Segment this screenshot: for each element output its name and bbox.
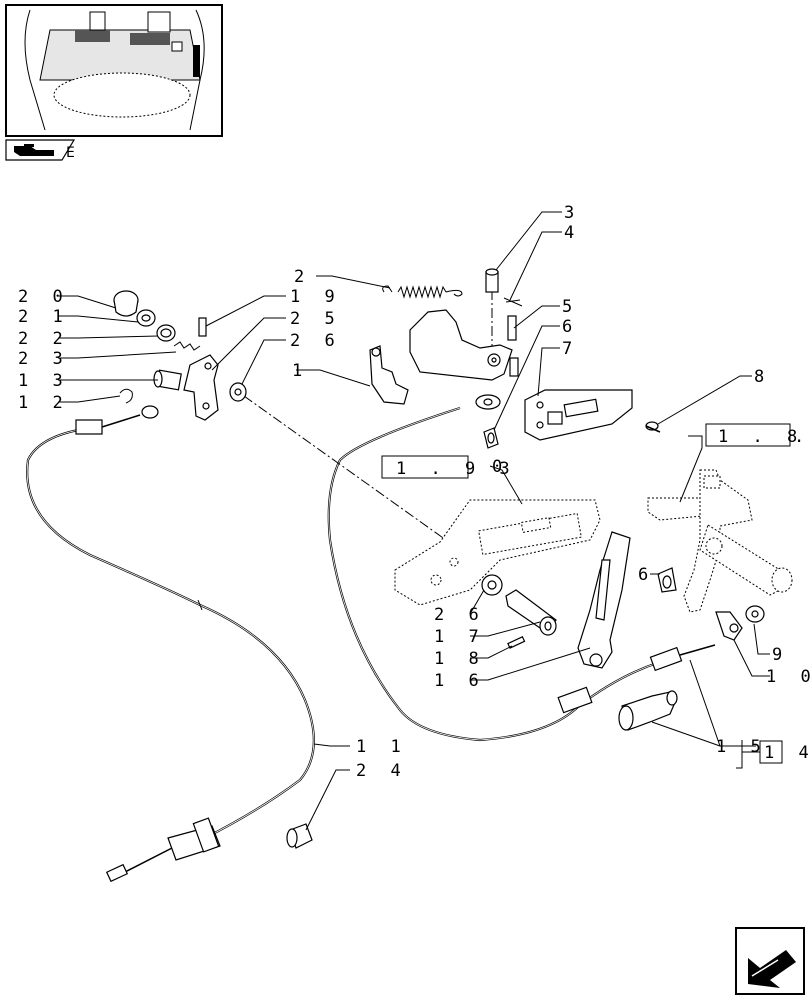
label-12: 1 2 xyxy=(18,393,70,413)
reference-box-14[interactable] xyxy=(759,740,783,764)
label-6b: 6 xyxy=(638,565,655,585)
part-26-washer xyxy=(229,382,247,402)
label-21: 2 1 xyxy=(18,307,70,327)
label-10: 1 0 xyxy=(766,667,812,687)
label-15: 1 5 xyxy=(716,737,768,757)
part-26b-washer xyxy=(481,574,503,596)
reference-box-193[interactable] xyxy=(381,455,469,479)
next-page-arrow-icon[interactable] xyxy=(735,927,805,995)
part-5-bracket xyxy=(409,309,519,381)
part-22-ring xyxy=(156,324,176,342)
label-22: 2 2 xyxy=(18,329,70,349)
label-24: 2 4 xyxy=(356,761,408,781)
ref-193-text[interactable]: 1 . 9 3 xyxy=(396,459,517,479)
part-13-bushing xyxy=(153,369,182,391)
part-12-clip xyxy=(119,388,133,404)
label-7: 7 xyxy=(562,339,579,359)
cable-15 xyxy=(327,394,716,742)
part-9-nut xyxy=(745,605,765,623)
part-23-spring xyxy=(173,341,201,351)
label-17: 1 7 xyxy=(434,627,486,647)
label-9: 9 xyxy=(772,645,789,665)
ghost-panel-193 xyxy=(394,499,601,606)
label-11: 1 1 xyxy=(356,737,408,757)
label-18: 1 8 xyxy=(434,649,486,669)
part-24-bushing xyxy=(286,823,313,849)
part-15-grip xyxy=(618,690,678,731)
part-20-cap xyxy=(113,290,139,317)
part-2-spring xyxy=(382,285,463,299)
part-19-pin xyxy=(198,317,207,337)
label-6: 6 xyxy=(562,317,579,337)
label-25: 2 5 xyxy=(290,309,342,329)
label-23: 2 3 xyxy=(18,349,70,369)
label-3: 3 xyxy=(564,203,581,223)
label-13: 1 3 xyxy=(18,371,70,391)
part-4-split-pin xyxy=(503,297,523,307)
reference-box-182[interactable] xyxy=(705,423,791,447)
label-14[interactable]: 1 4 xyxy=(764,743,812,763)
label-8: 8 xyxy=(754,367,771,387)
label-1: 1 xyxy=(292,361,309,381)
part-3-bolt xyxy=(485,268,499,293)
label-26b: 2 6 xyxy=(434,605,486,625)
ref-182-text[interactable]: 1 . 8 2 xyxy=(718,427,812,447)
part-10-clamp xyxy=(715,611,743,641)
ref-182-dot: . xyxy=(794,427,811,447)
part-1-lever xyxy=(369,345,409,405)
label-4: 4 xyxy=(564,223,581,243)
section-tab-letter: E xyxy=(66,145,75,161)
location-thumbnail xyxy=(5,4,223,137)
label-2: 2 xyxy=(294,267,311,287)
ghost-shaft-182 xyxy=(647,469,793,613)
cable-11 xyxy=(26,405,315,883)
ref-193-suffix: 0 xyxy=(492,457,509,477)
part-7-plate xyxy=(524,389,633,441)
leader-lines xyxy=(58,211,770,831)
section-tab: E xyxy=(5,139,76,161)
label-19: 1 9 xyxy=(290,287,342,307)
alignment-line xyxy=(243,395,461,551)
part-6b-clamp xyxy=(657,567,677,593)
part-labels: 3 4 2 5 6 7 8 1 1 9 2 5 2 6 2 0 2 1 2 2 … xyxy=(18,203,812,781)
label-26: 2 6 xyxy=(290,331,342,351)
label-20: 2 0 xyxy=(18,287,70,307)
label-16: 1 6 xyxy=(434,671,486,691)
part-21-washer xyxy=(136,309,156,327)
part-25-lever xyxy=(183,354,219,421)
part-18-pin xyxy=(507,636,526,649)
part-8-screw xyxy=(645,421,661,433)
label-5: 5 xyxy=(562,297,579,317)
part-16-pedal xyxy=(577,531,631,669)
part-17-pin xyxy=(505,589,557,636)
part-6-clamp xyxy=(483,427,499,449)
